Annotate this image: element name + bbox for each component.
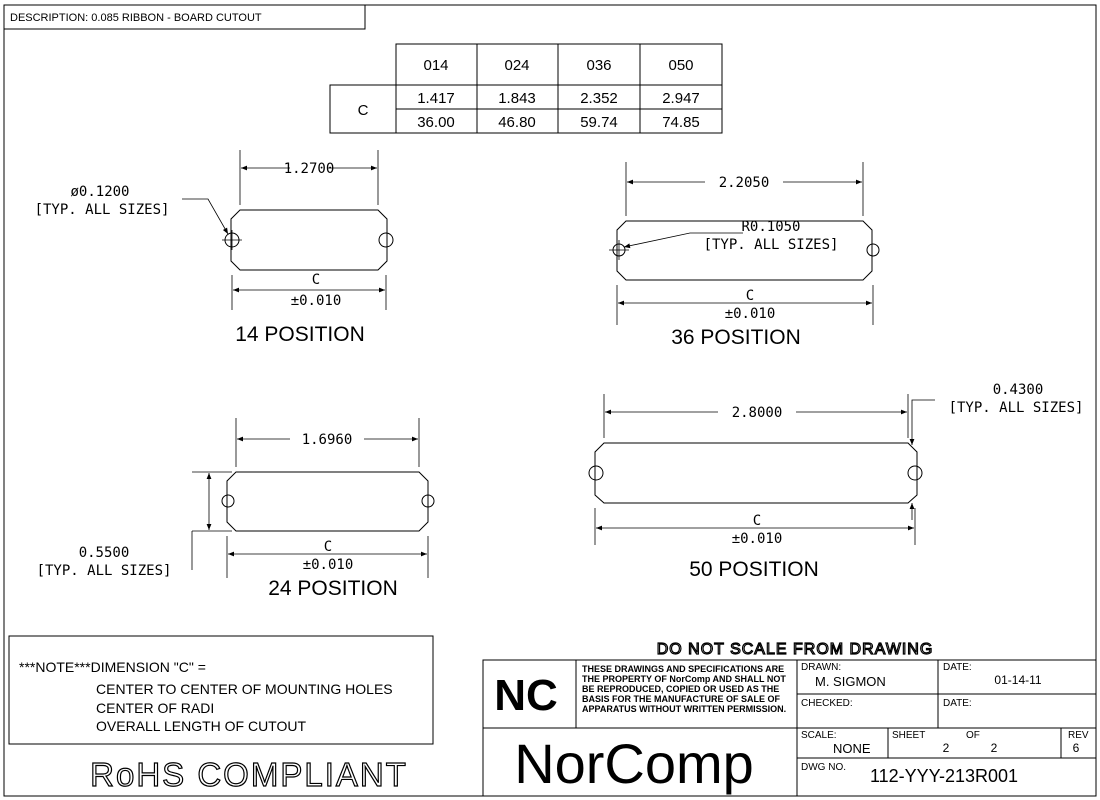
c-tolerance: ±0.010 xyxy=(732,531,783,547)
table-mm-cell: 59.74 xyxy=(580,114,618,131)
mounting-hole-right xyxy=(866,243,880,257)
table-header-cell: 014 xyxy=(423,57,448,74)
scale-label: SCALE: xyxy=(801,730,837,741)
cutout-outline-50 xyxy=(594,442,918,504)
note-heading: ***NOTE***DIMENSION "C" = xyxy=(19,659,206,675)
table-inch-cell: 2.947 xyxy=(662,90,700,107)
proprietary-line: APPARATUS WITHOUT WRITTEN PERMISSION. xyxy=(582,704,786,714)
radius-dimension-note: [TYP. ALL SIZES] xyxy=(704,237,839,253)
description-text: DESCRIPTION: 0.085 RIBBON - BOARD CUTOUT xyxy=(10,12,262,24)
view-title-14: 14 POSITION xyxy=(235,323,365,346)
view-title-50: 50 POSITION xyxy=(689,558,819,581)
view-24-position: 1.6960 0.5500 [TYP. ALL SIZES] C ±0.010 … xyxy=(37,418,435,600)
note-line: OVERALL LENGTH OF CUTOUT xyxy=(96,718,306,734)
of-label: OF xyxy=(966,730,980,741)
rev-label: REV xyxy=(1068,730,1089,741)
drawn-value: M. SIGMON xyxy=(815,674,886,689)
width-dimension-50: 2.8000 xyxy=(732,405,783,421)
chamfer-dimension: 0.4300 xyxy=(993,382,1044,398)
hole-dimension: ø0.1200 xyxy=(70,184,129,200)
description-box xyxy=(3,4,366,30)
dimension-table: C 014 024 036 050 1.417 1.843 2.352 2.94… xyxy=(329,43,723,134)
table-header-cell: 024 xyxy=(504,57,529,74)
view-title-24: 24 POSITION xyxy=(268,577,398,600)
date-value: 01-14-11 xyxy=(994,673,1041,687)
drawing-number: 112-YYY-213R001 xyxy=(870,766,1018,786)
table-inch-cell: 2.352 xyxy=(580,90,618,107)
mounting-hole-left xyxy=(588,465,604,481)
date-label: DATE: xyxy=(943,662,972,673)
hole-dimension-note: [TYP. ALL SIZES] xyxy=(35,202,170,218)
table-row-label: C xyxy=(358,102,369,119)
c-dimension-label: C xyxy=(746,288,754,304)
title-block: NC THESE DRAWINGS AND SPECIFICATIONS ARE… xyxy=(482,659,1097,797)
rev-value: 6 xyxy=(1073,741,1080,755)
logo-letters: NC xyxy=(494,671,558,720)
table-header-cell: 036 xyxy=(586,57,611,74)
norcomp-logo-icon: NC xyxy=(494,671,558,720)
view-title-36: 36 POSITION xyxy=(671,326,801,349)
note-line: CENTER TO CENTER OF MOUNTING HOLES xyxy=(96,681,393,697)
width-dimension-14: 1.2700 xyxy=(284,161,335,177)
radius-dimension: R0.1050 xyxy=(741,219,800,235)
date2-label: DATE: xyxy=(943,698,972,709)
mounting-hole-right xyxy=(421,494,435,508)
c-dimension-label: C xyxy=(312,272,320,288)
table-mm-cell: 36.00 xyxy=(417,114,455,131)
width-dimension-36: 2.2050 xyxy=(719,175,770,191)
c-dimension-label: C xyxy=(753,513,761,529)
mounting-hole-left xyxy=(221,494,235,508)
scale-value: NONE xyxy=(833,741,871,756)
drawn-label: DRAWN: xyxy=(801,662,841,673)
table-mm-cell: 46.80 xyxy=(498,114,536,131)
note-box xyxy=(8,635,434,745)
c-dimension-label: C xyxy=(324,539,332,555)
table-inch-cell: 1.417 xyxy=(417,90,455,107)
c-tolerance: ±0.010 xyxy=(303,557,354,573)
dwg-label: DWG NO. xyxy=(801,762,846,773)
c-tolerance: ±0.010 xyxy=(725,306,776,322)
proprietary-line: THE PROPERTY OF NorComp AND SHALL NOT xyxy=(582,674,786,684)
cutout-outline-14 xyxy=(230,209,388,271)
width-dimension-24: 1.6960 xyxy=(302,432,353,448)
mounting-hole-right xyxy=(907,465,923,481)
table-mm-cell: 74.85 xyxy=(662,114,700,131)
proprietary-line: BE REPRODUCED, COPIED OR USED AS THE xyxy=(582,684,779,694)
rohs-compliant-mark: RoHS COMPLIANT xyxy=(90,756,408,793)
proprietary-line: BASIS FOR THE MANUFACTURE OF SALE OF xyxy=(582,694,781,704)
company-name: NorComp xyxy=(514,732,754,795)
note-line: CENTER OF RADI xyxy=(96,700,214,716)
checked-label: CHECKED: xyxy=(801,698,853,709)
do-not-scale-warning: DO NOT SCALE FROM DRAWING xyxy=(657,641,934,658)
view-36-position: 2.2050 R0.1050 [TYP. ALL SIZES] C ±0.010… xyxy=(609,162,880,349)
sheet-label: SHEET xyxy=(892,730,925,741)
height-dimension: 0.5500 xyxy=(79,545,130,561)
sheet-value: 2 xyxy=(943,741,950,755)
table-header-cell: 050 xyxy=(668,57,693,74)
c-tolerance: ±0.010 xyxy=(291,293,342,309)
cutout-outline-24 xyxy=(226,471,429,532)
chamfer-dimension-note: [TYP. ALL SIZES] xyxy=(949,400,1084,416)
of-value: 2 xyxy=(991,741,998,755)
view-14-position: 1.2700 ø0.1200 [TYP. ALL SIZES] C ±0.010… xyxy=(35,150,394,346)
proprietary-line: THESE DRAWINGS AND SPECIFICATIONS ARE xyxy=(582,664,784,674)
view-50-position: 2.8000 0.4300 [TYP. ALL SIZES] C ±0.010 … xyxy=(588,382,1084,581)
mounting-hole-right xyxy=(378,232,394,248)
table-inch-cell: 1.843 xyxy=(498,90,536,107)
cutout-outline-36 xyxy=(616,220,873,281)
height-dimension-note: [TYP. ALL SIZES] xyxy=(37,563,172,579)
